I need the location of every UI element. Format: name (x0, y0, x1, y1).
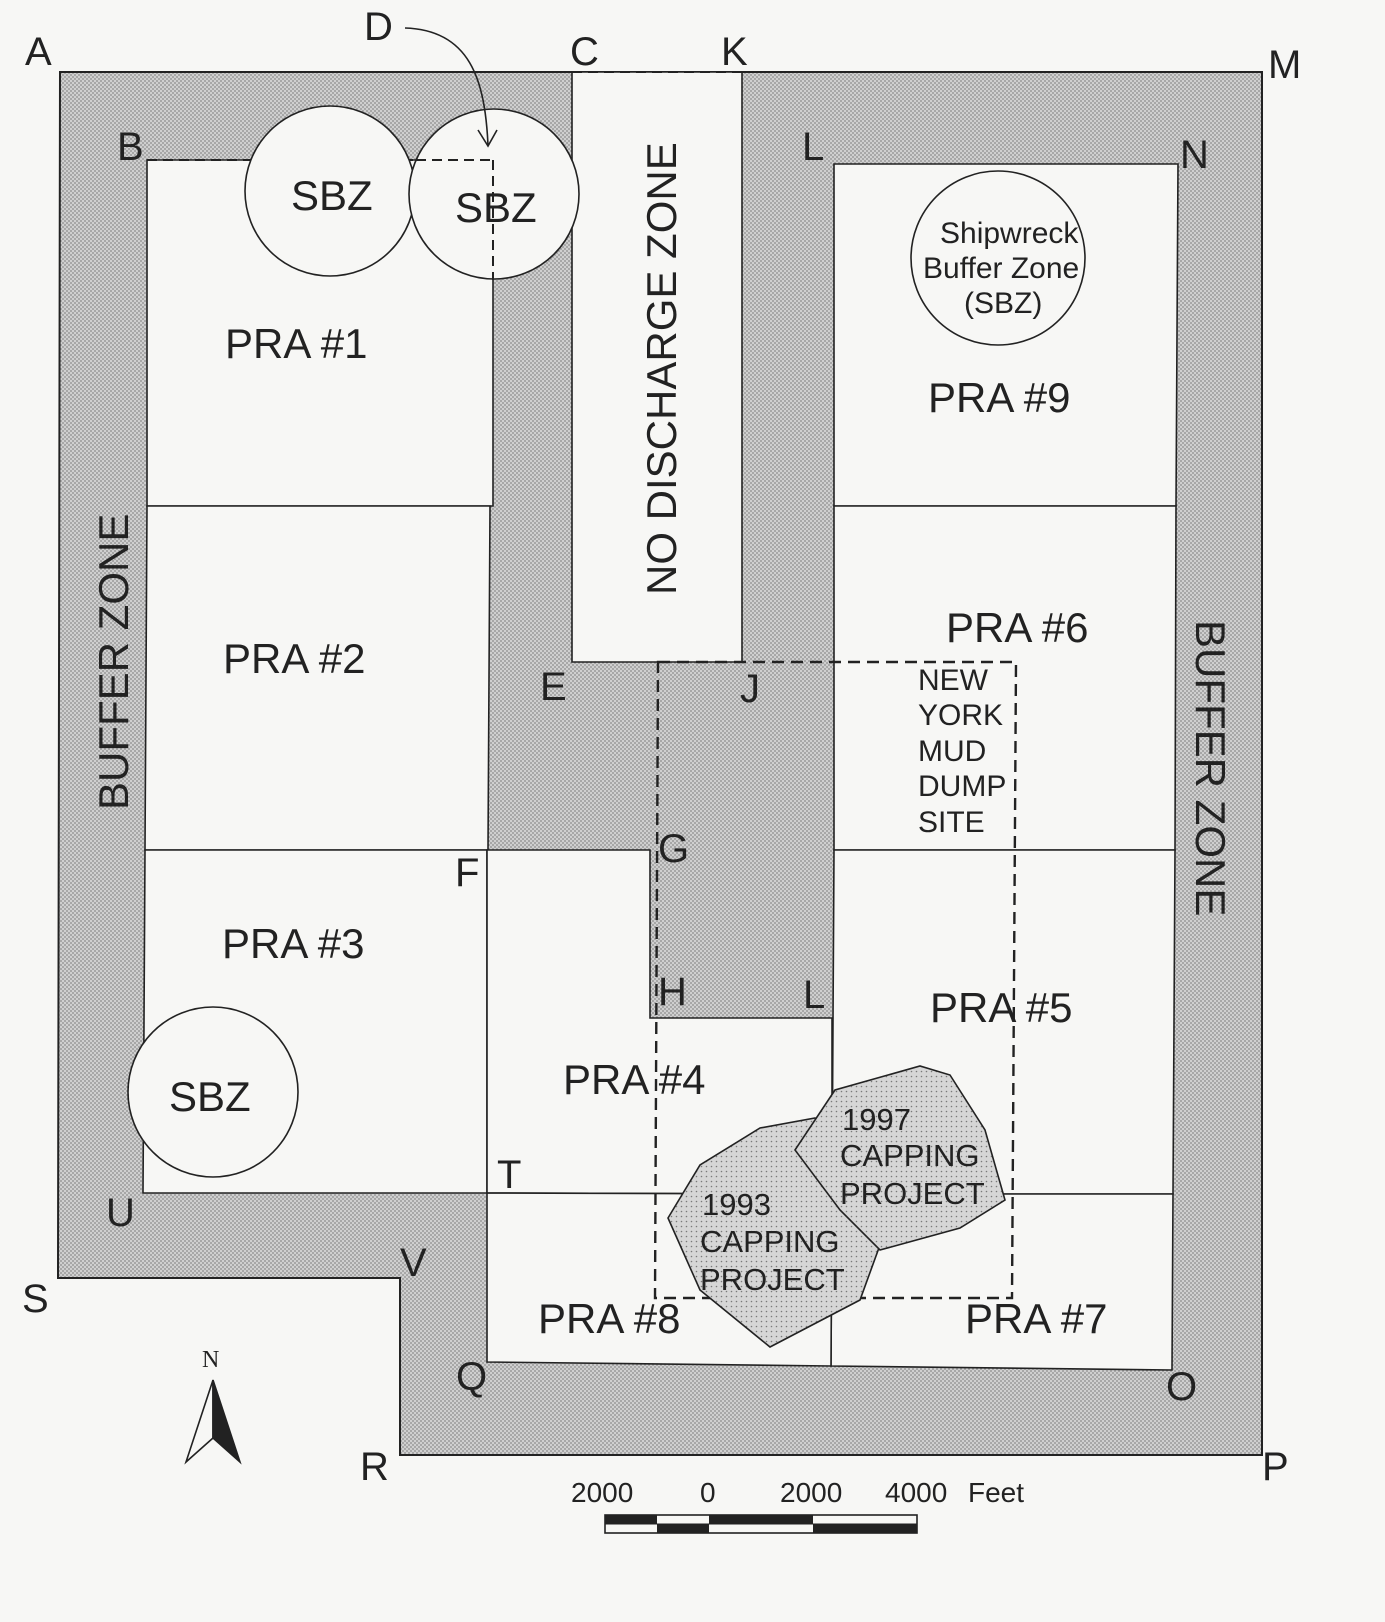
sbz-circle-3 (127, 1006, 299, 1178)
scale-bar: 2000 0 2000 4000 Feet (571, 1477, 1024, 1534)
point-o: O (1166, 1365, 1197, 1409)
point-b: B (117, 125, 144, 169)
point-u: U (106, 1191, 135, 1235)
mud-dump-line-5: SITE (918, 806, 985, 839)
pra-3-label: PRA #3 (222, 920, 364, 967)
shipwreck-line-2: Buffer Zone (923, 252, 1079, 285)
pra-5-label: PRA #5 (930, 984, 1072, 1031)
point-j: J (740, 667, 760, 711)
point-a: A (25, 30, 52, 74)
buffer-zone-left-label: BUFFER ZONE (90, 514, 137, 810)
d-pointer-arrow (404, 27, 489, 146)
point-q: Q (456, 1355, 487, 1399)
pra-6-label: PRA #6 (946, 604, 1088, 651)
pra-4-label: PRA #4 (563, 1056, 705, 1103)
pra-1-label: PRA #1 (225, 320, 367, 367)
point-e: E (540, 665, 567, 709)
pra-7-label: PRA #7 (965, 1295, 1107, 1342)
point-l-mid: L (803, 973, 825, 1017)
point-k: K (721, 30, 748, 74)
scale-unit: Feet (968, 1477, 1024, 1508)
scale-label-0: 0 (700, 1477, 716, 1508)
capping-1997-line-2: CAPPING (840, 1138, 980, 1173)
mud-dump-line-4: DUMP (918, 770, 1006, 803)
point-r: R (360, 1445, 389, 1489)
capping-1997-line-1: 1997 (842, 1102, 911, 1137)
pra-8-label: PRA #8 (538, 1295, 680, 1342)
north-label: N (202, 1347, 219, 1373)
mud-dump-line-1: NEW (918, 664, 989, 697)
point-n: N (1180, 133, 1209, 177)
buffer-zone-right-label: BUFFER ZONE (1187, 620, 1234, 916)
scale-label-4000: 4000 (885, 1477, 947, 1508)
point-m: M (1268, 43, 1301, 87)
point-g: G (658, 827, 689, 871)
point-f: F (455, 851, 479, 895)
mud-dump-line-2: YORK (918, 699, 1003, 732)
capping-1993-line-3: PROJECT (700, 1262, 845, 1297)
point-t: T (497, 1153, 521, 1197)
point-l-top: L (802, 125, 824, 169)
pra-9-label: PRA #9 (928, 374, 1070, 421)
point-d: D (364, 5, 393, 49)
capping-1997-line-3: PROJECT (840, 1176, 985, 1211)
sbz-label-1: SBZ (291, 172, 373, 219)
point-h: H (658, 970, 687, 1014)
shipwreck-circle (910, 170, 1086, 346)
point-v: V (400, 1241, 427, 1285)
capping-1997-area (794, 1065, 1006, 1251)
mud-dump-site-boundary (653, 660, 1018, 1300)
d-arrow-head (477, 129, 498, 148)
no-discharge-zone-label: NO DISCHARGE ZONE (638, 142, 685, 595)
point-c: C (570, 30, 599, 74)
scale-label-2000-left: 2000 (571, 1477, 633, 1508)
scale-label-2000: 2000 (780, 1477, 842, 1508)
shipwreck-line-1: Shipwreck (940, 217, 1079, 250)
mud-dump-line-3: MUD (918, 735, 986, 768)
point-p: P (1262, 1445, 1289, 1489)
capping-1993-line-1: 1993 (702, 1187, 771, 1222)
point-s: S (22, 1277, 49, 1321)
shipwreck-line-3: (SBZ) (964, 287, 1042, 320)
capping-1993-line-2: CAPPING (700, 1224, 840, 1259)
sbz-label-3: SBZ (169, 1073, 251, 1120)
sbz-label-2: SBZ (455, 184, 537, 231)
north-arrow-icon: N (184, 1347, 242, 1465)
pra-2-label: PRA #2 (223, 635, 365, 682)
